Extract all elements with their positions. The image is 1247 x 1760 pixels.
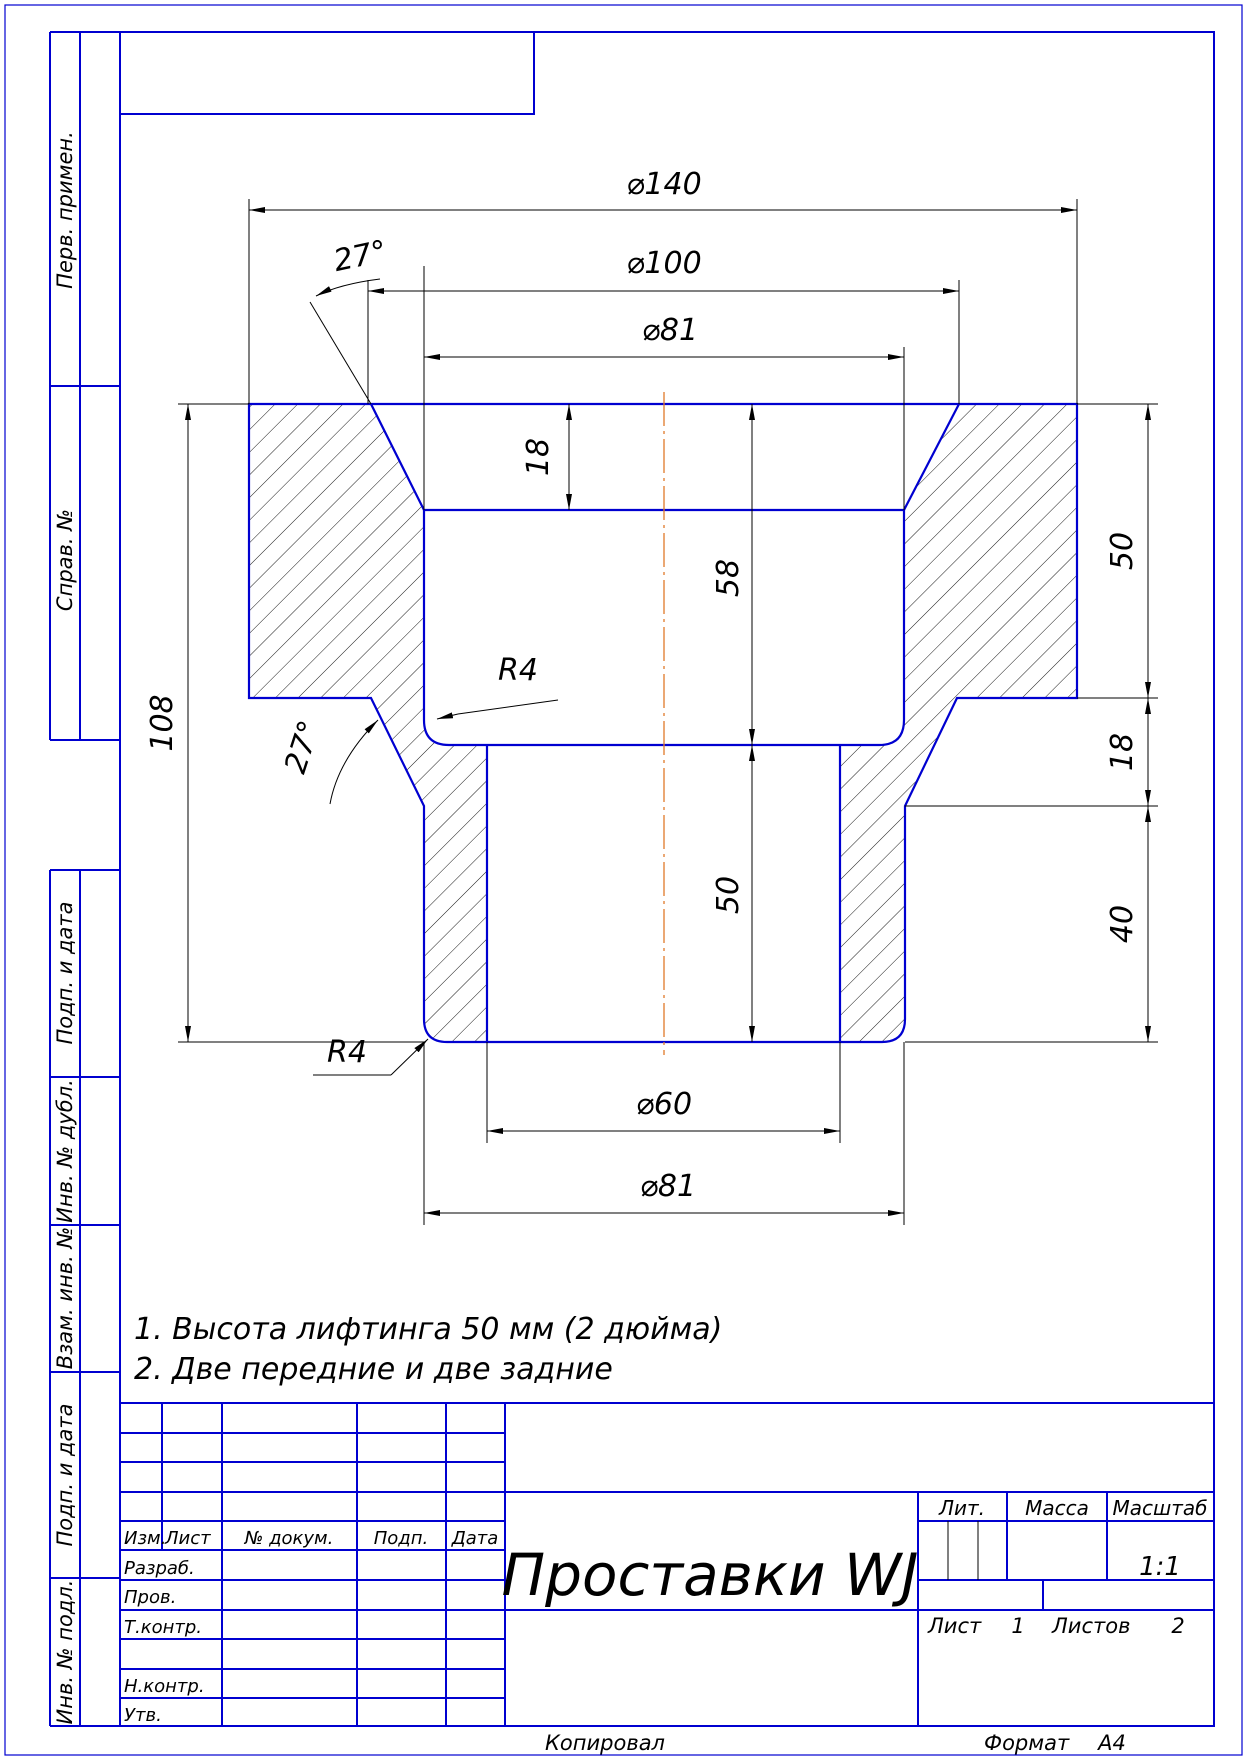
scale-value: 1:1 [1139,1552,1181,1582]
footer-format-value: А4 [1096,1731,1126,1755]
dim-diameter-81-top: ⌀81 [642,313,698,348]
footer-kopiroval: Копировал [545,1731,665,1755]
sheets-total: 2 [1171,1614,1184,1638]
dim-diameter-60: ⌀60 [636,1087,692,1122]
part-section-hatched [249,404,1077,1042]
note-1: 1. Высота лифтинга 50 мм (2 дюйма) [134,1312,722,1347]
dim-diameter-100: ⌀100 [626,246,701,281]
side-label-perv-primen: Перв. примен. [53,131,77,289]
side-label-sprav-no: Справ. № [53,509,77,611]
side-label-podp-data-2: Подп. и дата [53,1403,77,1546]
row-utv: Утв. [124,1705,162,1726]
lit-subcells [947,1521,979,1580]
row-tkontr: Т.контр. [124,1617,202,1638]
dim-angle-top: 27° [331,234,390,279]
dim-height-50-right: 50 [1105,532,1140,570]
col-dokum: № докум. [244,1528,334,1549]
title-block-grid [120,1402,1214,1726]
dim-diameter-81-bottom: ⌀81 [640,1169,696,1204]
side-label-inv-podl: Инв. № подл. [53,1580,77,1725]
side-label-vzam-inv: Взам. инв. № [53,1227,77,1370]
extension-lines [178,199,1158,1225]
dim-height-18-top: 18 [521,438,556,476]
dim-height-50-center: 50 [711,876,746,914]
top-left-stamp-box [119,31,535,115]
dimension-lines [185,207,1151,1216]
col-izm: Изм. [124,1528,166,1549]
dim-radius-bottom: R4 [327,1035,367,1070]
drawing-frame [119,31,1215,1727]
col-data: Дата [451,1528,499,1549]
dim-height-40: 40 [1105,905,1140,943]
sheet-label: Лист [927,1614,982,1638]
dim-height-108: 108 [145,694,180,751]
drawing-title: Проставки WJ [502,1541,919,1609]
row-razrab: Разраб. [124,1558,195,1579]
side-label-inv-dubl: Инв. № дубл. [53,1079,77,1223]
part-outline [247,402,1079,1044]
dim-radius-inner: R4 [498,653,538,688]
lit-header: Лит. [938,1496,985,1520]
col-podp: Подп. [374,1528,428,1549]
dim-angle-left: 27° [278,716,328,777]
footer-format-label: Формат [984,1731,1070,1755]
dim-diameter-140: ⌀140 [626,167,701,202]
left-side-strip [49,31,120,1727]
outer-trim-frame [4,4,1243,1756]
side-label-podp-data-1: Подп. и дата [53,901,77,1044]
sheet-number: 1 [1011,1614,1024,1638]
massa-header: Масса [1025,1496,1089,1520]
col-list: Лист [164,1528,211,1549]
dim-height-18-right: 18 [1105,733,1140,771]
sheets-label: Листов [1051,1614,1130,1638]
row-prov: Пров. [124,1587,176,1608]
row-nkontr: Н.контр. [124,1676,205,1697]
dim-height-58: 58 [711,559,746,597]
note-2: 2. Две передние и две задние [134,1352,613,1387]
masshtab-header: Масштаб [1112,1496,1207,1520]
